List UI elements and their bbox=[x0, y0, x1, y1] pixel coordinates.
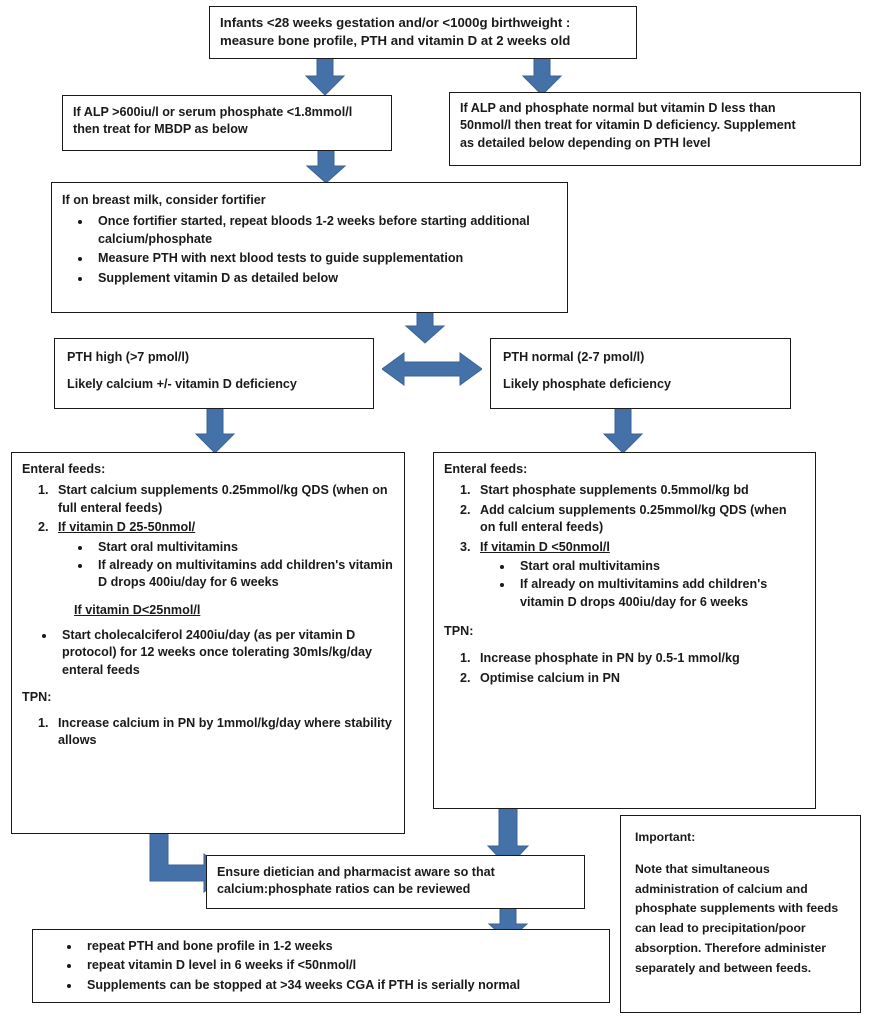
list-item: Start oral multivitamins bbox=[92, 539, 394, 556]
node-right-plan: Enteral feeds: Start phosphate supplemen… bbox=[433, 452, 816, 809]
list-item: Add calcium supplements 0.25mmol/kg QDS … bbox=[474, 502, 805, 537]
node-right-plan-item3-sublist: Start oral multivitamins If already on m… bbox=[480, 558, 805, 611]
node-vitd-low: If ALP and phosphate normal but vitamin … bbox=[449, 92, 861, 166]
list-item: Supplement vitamin D as detailed below bbox=[92, 270, 557, 287]
node-left-plan-enteral-list: Start calcium supplements 0.25mmol/kg QD… bbox=[22, 482, 394, 591]
list-item: Once fortifier started, repeat bloods 1-… bbox=[92, 213, 557, 248]
node-start-line-1: Infants <28 weeks gestation and/or <1000… bbox=[220, 15, 571, 30]
arrow-pth-high-normal-link bbox=[382, 350, 482, 388]
list-item-label: If vitamin D 25-50nmol/ bbox=[58, 520, 196, 535]
node-important: Important: Note that simultaneous admini… bbox=[620, 815, 861, 1013]
arrow-fortifier-to-pth bbox=[404, 310, 446, 344]
list-item: Start cholecalciferol 2400iu/day (as per… bbox=[56, 627, 394, 679]
node-alp-high-line-1: If ALP >600iu/l or serum phosphate <1.8m… bbox=[73, 105, 353, 119]
node-right-plan-enteral-heading: Enteral feeds: bbox=[444, 462, 528, 476]
node-pth-normal-line-2: Likely phosphate deficiency bbox=[503, 377, 671, 392]
node-fortifier: If on breast milk, consider fortifier On… bbox=[51, 182, 568, 313]
node-pth-high: PTH high (>7 pmol/l) Likely calcium +/- … bbox=[54, 338, 374, 409]
list-item: Increase phosphate in PN by 0.5-1 mmol/k… bbox=[474, 650, 805, 667]
list-item: Increase calcium in PN by 1mmol/kg/day w… bbox=[52, 715, 394, 750]
node-left-plan: Enteral feeds: Start calcium supplements… bbox=[11, 452, 405, 834]
node-left-plan-second-heading: If vitamin D<25nmol/l bbox=[74, 602, 201, 617]
list-item: repeat vitamin D level in 6 weeks if <50… bbox=[81, 957, 603, 974]
node-left-plan-tpn-list: Increase calcium in PN by 1mmol/kg/day w… bbox=[22, 715, 394, 750]
node-vitd-low-line-1: If ALP and phosphate normal but vitamin … bbox=[460, 101, 776, 115]
list-item: If vitamin D <50nmol/l Start oral multiv… bbox=[474, 539, 805, 612]
list-item: repeat PTH and bone profile in 1-2 weeks bbox=[81, 938, 603, 955]
node-pth-high-line-2: Likely calcium +/- vitamin D deficiency bbox=[67, 377, 297, 392]
list-item: Measure PTH with next blood tests to gui… bbox=[92, 250, 557, 267]
node-dietician: Ensure dietician and pharmacist aware so… bbox=[206, 855, 585, 909]
node-start: Infants <28 weeks gestation and/or <1000… bbox=[209, 6, 637, 59]
list-item: Optimise calcium in PN bbox=[474, 670, 805, 687]
node-left-plan-item2-sublist: Start oral multivitamins If already on m… bbox=[58, 539, 394, 592]
node-fortifier-bullets: Once fortifier started, repeat bloods 1-… bbox=[62, 213, 557, 287]
arrow-pth-high-to-left-plan bbox=[194, 408, 236, 454]
node-dietician-line-1: Ensure dietician and pharmacist aware so… bbox=[217, 865, 495, 879]
list-item: If already on multivitamins add children… bbox=[514, 576, 805, 611]
node-followup-bullets: repeat PTH and bone profile in 1-2 weeks… bbox=[39, 938, 603, 994]
node-right-plan-tpn-heading: TPN: bbox=[444, 624, 474, 638]
node-pth-high-line-1: PTH high (>7 pmol/l) bbox=[67, 350, 190, 364]
arrow-pth-normal-to-right-plan bbox=[602, 408, 644, 454]
node-pth-normal-line-1: PTH normal (2-7 pmol/l) bbox=[503, 350, 645, 364]
node-important-body: Note that simultaneous administration of… bbox=[635, 861, 839, 975]
node-right-plan-enteral-list: Start phosphate supplements 0.5mmol/kg b… bbox=[444, 482, 805, 611]
node-start-line-2: measure bone profile, PTH and vitamin D … bbox=[220, 33, 571, 49]
node-fortifier-heading: If on breast milk, consider fortifier bbox=[62, 193, 266, 207]
node-vitd-low-line-3: as detailed below depending on PTH level bbox=[460, 135, 711, 150]
list-item: Start phosphate supplements 0.5mmol/kg b… bbox=[474, 482, 805, 499]
node-pth-normal: PTH normal (2-7 pmol/l) Likely phosphate… bbox=[490, 338, 791, 409]
list-item-label: If vitamin D <50nmol/l bbox=[480, 539, 610, 554]
node-left-plan-second-sublist: Start cholecalciferol 2400iu/day (as per… bbox=[22, 627, 394, 679]
node-dietician-line-2: calcium:phosphate ratios can be reviewed bbox=[217, 882, 471, 897]
arrow-alp-high-to-fortifier bbox=[305, 150, 347, 184]
list-item: If already on multivitamins add children… bbox=[92, 557, 394, 592]
list-item: If vitamin D 25-50nmol/ Start oral multi… bbox=[52, 519, 394, 592]
list-item: Start calcium supplements 0.25mmol/kg QD… bbox=[52, 482, 394, 517]
node-left-plan-tpn-heading: TPN: bbox=[22, 690, 52, 705]
node-left-plan-enteral-heading: Enteral feeds: bbox=[22, 462, 106, 476]
node-important-heading: Important: bbox=[635, 830, 696, 844]
node-alp-high: If ALP >600iu/l or serum phosphate <1.8m… bbox=[62, 95, 392, 151]
node-alp-high-line-2: then treat for MBDP as below bbox=[73, 122, 248, 137]
node-right-plan-tpn-list: Increase phosphate in PN by 0.5-1 mmol/k… bbox=[444, 650, 805, 687]
list-item: Supplements can be stopped at >34 weeks … bbox=[81, 977, 603, 994]
node-followup: repeat PTH and bone profile in 1-2 weeks… bbox=[32, 929, 610, 1003]
list-item: Start oral multivitamins bbox=[514, 558, 805, 575]
node-vitd-low-line-2: 50nmol/l then treat for vitamin D defici… bbox=[460, 118, 796, 133]
